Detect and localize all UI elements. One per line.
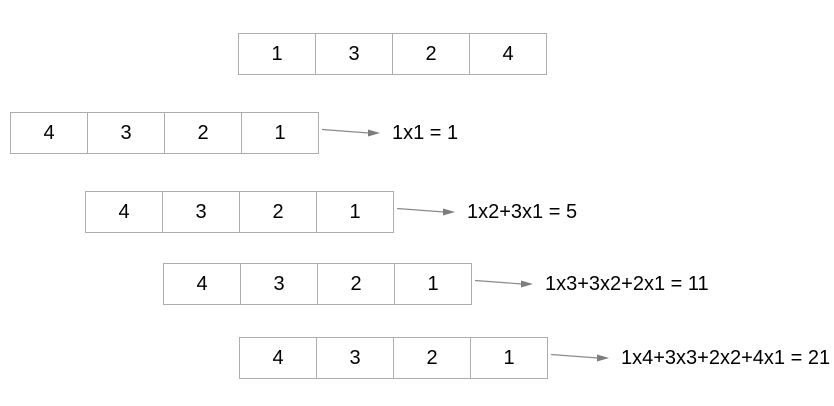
array-cell: 3: [317, 338, 394, 378]
array-cell: 2: [394, 338, 471, 378]
arrow-right-icon: [474, 279, 533, 288]
kernel-array: 4 3 2 1: [239, 337, 548, 379]
input-array: 1 3 2 4: [238, 33, 547, 75]
arrow-right-icon: [550, 353, 609, 362]
array-cell: 1: [349, 201, 361, 223]
arrow-right-icon: [321, 128, 380, 137]
array-cell: 3: [163, 192, 240, 232]
step-row-3: 4 3 2 1 1x3+3x2+2x1 = 11: [163, 263, 709, 305]
array-cell: 4: [502, 43, 514, 65]
array-cell: 4: [240, 338, 317, 378]
array-cell: 2: [318, 264, 395, 304]
kernel-array: 4 3 2 1: [85, 191, 394, 233]
array-cell: 1: [274, 122, 286, 144]
kernel-array: 4 3 2 1: [163, 263, 472, 305]
arrow-right-icon: [396, 207, 455, 216]
array-cell: 1: [239, 34, 316, 74]
array-cell: 1: [427, 273, 439, 295]
formula-label: 1x1 = 1: [392, 122, 459, 144]
array-cell: 4: [11, 113, 88, 153]
formula-label: 1x4+3x3+2x2+4x1 = 21: [621, 347, 831, 369]
array-cell: 4: [86, 192, 163, 232]
array-cell: 4: [164, 264, 241, 304]
array-cell: 2: [240, 192, 317, 232]
step-row-4: 4 3 2 1 1x4+3x3+2x2+4x1 = 21: [239, 337, 830, 379]
step-row-2: 4 3 2 1 1x2+3x1 = 5: [85, 191, 577, 233]
formula-label: 1x2+3x1 = 5: [467, 201, 578, 223]
array-cell: 3: [88, 113, 165, 153]
array-cell: 3: [241, 264, 318, 304]
formula-label: 1x3+3x2+2x1 = 11: [545, 273, 709, 295]
array-cell: 3: [316, 34, 393, 74]
array-cell: 2: [393, 34, 470, 74]
kernel-array: 4 3 2 1: [10, 112, 319, 154]
array-cell: 2: [165, 113, 242, 153]
array-cell: 1: [503, 347, 515, 369]
step-row-1: 4 3 2 1 1x1 = 1: [10, 112, 458, 154]
